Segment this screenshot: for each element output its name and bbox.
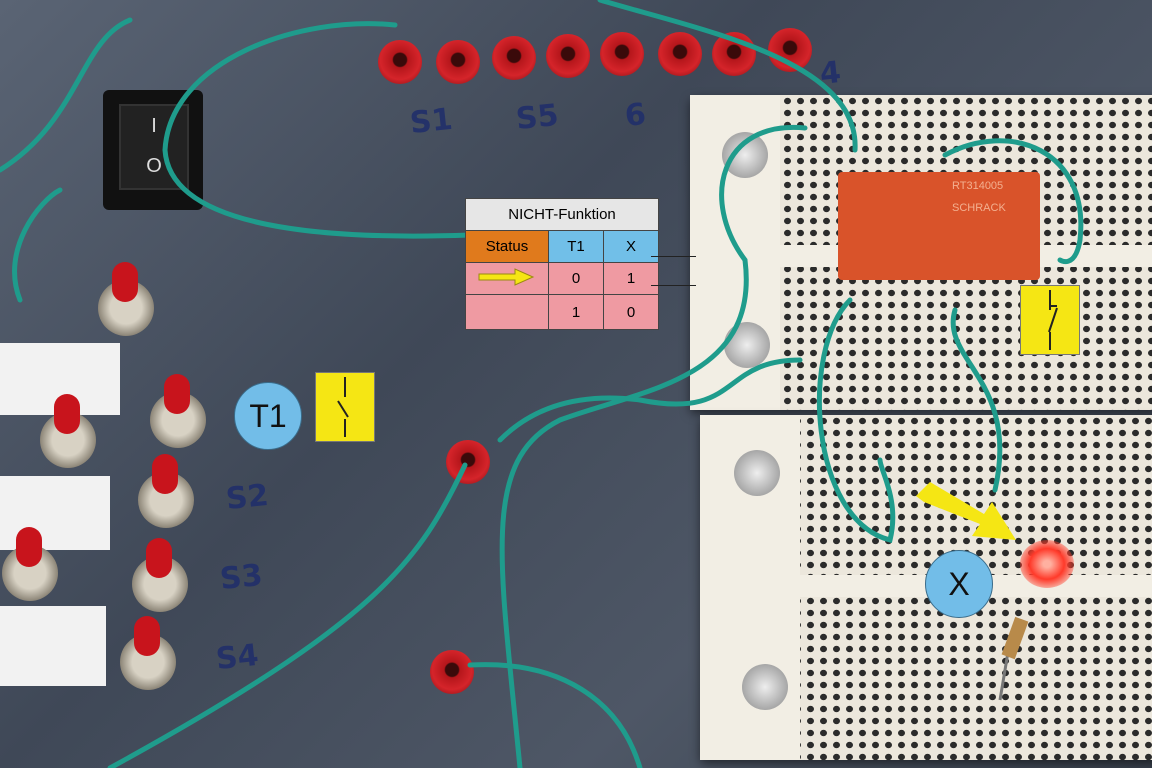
toggle-switch-s2 [138,454,194,528]
toggle-switch-t1 [150,374,206,448]
arrow-right-icon [478,267,535,286]
jack [430,650,474,694]
table-line [651,285,696,286]
jack [446,440,490,484]
resistor [1001,616,1029,660]
wire [12,187,63,303]
header-status: Status [465,230,549,263]
wire [0,17,133,173]
cell-x: 1 [603,262,659,295]
cell-t1: 1 [548,294,604,330]
jack [492,36,536,80]
jack [546,34,590,78]
status-cell [465,294,549,330]
jack [378,40,422,84]
wire [499,125,808,768]
table-line [651,256,696,257]
relay-contact-symbol [1020,285,1080,355]
cell-t1: 0 [548,262,604,295]
wire [597,0,858,153]
switch-open-icon [337,377,349,437]
toggle-switch-s3 [132,538,188,612]
screw [742,664,788,710]
truth-table: NICHT-Funktion Status T1 X 0 1 1 0 [465,198,659,330]
wire [107,462,468,768]
wire [467,662,643,768]
header-t1: T1 [548,230,604,263]
relay-brand: SCHRACK [952,202,1006,214]
screw [734,450,780,496]
switch-contact-icon [1048,290,1058,350]
table-title: NICHT-Funktion [465,198,659,231]
cell-x: 0 [603,294,659,330]
wire [950,307,1003,493]
relay-model: RT314005 [952,180,1004,192]
wire [942,138,1084,265]
relay: RT314005 SCHRACK [838,172,1040,280]
yellow-arrow-icon [916,482,1016,540]
led-lit [1020,540,1074,588]
status-arrow-cell [465,262,549,295]
x-output-label: X [925,550,993,618]
toggle-switch [2,527,58,601]
jack [436,40,480,84]
t1-label: T1 [234,382,302,450]
jack [600,32,644,76]
toggle-switch [98,262,154,336]
table-row: 0 1 [465,262,659,295]
toggle-switch [40,394,96,468]
toggle-switch-s4 [120,616,176,690]
switch-open-symbol [315,372,375,442]
paper-label [0,606,106,686]
header-x: X [603,230,659,263]
wire [162,21,473,239]
jack [658,32,702,76]
wire [497,357,803,443]
wire [816,297,896,544]
table-row: 1 0 [465,294,659,330]
